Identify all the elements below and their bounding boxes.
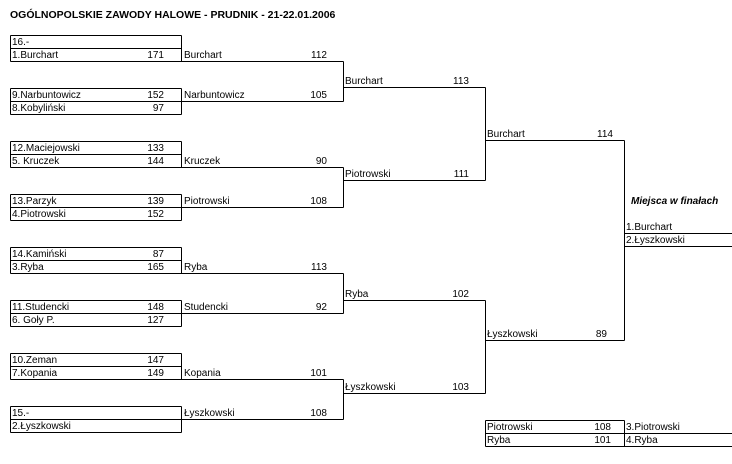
r2-2-score: 105 <box>310 90 327 101</box>
r1-m5-top-score: 87 <box>152 249 164 260</box>
r2-5-score: 113 <box>311 262 327 273</box>
place-4: 4.Ryba <box>626 435 658 446</box>
r2-7-name: Kopania <box>184 368 221 379</box>
r4-2-score: 89 <box>595 329 607 340</box>
r1-m3-top-score: 133 <box>147 143 164 154</box>
r1-m4-top-score: 139 <box>147 196 164 207</box>
r1-m2-top-score: 152 <box>147 90 164 101</box>
r3-3-name: Ryba <box>345 289 369 300</box>
r1-m5-top-name: 14.Kamiński <box>12 249 67 260</box>
r2-5-name: Ryba <box>184 262 208 273</box>
r1-m6-top-name: 11.Studencki <box>12 302 70 313</box>
r3-3-score: 102 <box>452 289 469 300</box>
r2-2-name: Narbuntowicz <box>184 90 245 101</box>
r1-m7-top-score: 147 <box>147 355 164 366</box>
r2-1-name: Burchart <box>184 50 222 61</box>
r3-4-score: 103 <box>452 382 469 393</box>
page-title: OGÓLNOPOLSKIE ZAWODY HALOWE - PRUDNIK - … <box>10 9 336 21</box>
r2-3-score: 90 <box>315 156 327 167</box>
r4-2-name: Łyszkowski <box>487 329 538 340</box>
r2-4-score: 108 <box>310 196 327 207</box>
r1-m8-bottom-name: 2.Łyszkowski <box>12 421 71 432</box>
r4-1-score: 114 <box>597 129 613 140</box>
tp-1-score: 108 <box>594 422 611 433</box>
r3-4-name: Łyszkowski <box>345 382 396 393</box>
tp-2-score: 101 <box>594 435 611 446</box>
r1-m1-bottom-score: 171 <box>147 50 164 61</box>
r2-6-score: 92 <box>315 302 327 313</box>
r1-m7-top-name: 10.Zeman <box>12 355 58 366</box>
r1-m6-top-score: 148 <box>147 302 164 313</box>
r1-m7-bottom-score: 149 <box>147 368 164 379</box>
r1-m5-bottom-name: 3.Ryba <box>12 262 44 273</box>
r2-6-name: Studencki <box>184 302 228 313</box>
r2-4-name: Piotrowski <box>184 196 230 207</box>
r1-m2-bottom-name: 8.Kobyliński <box>12 103 66 114</box>
r1-m2-bottom-score: 97 <box>152 103 164 114</box>
r2-3-name: Kruczek <box>184 156 221 167</box>
tp-1-name: Piotrowski <box>487 422 533 433</box>
r3-1-score: 113 <box>453 76 469 87</box>
r4-1-name: Burchart <box>487 129 525 140</box>
r3-2-score: 111 <box>453 169 469 180</box>
tp-2-name: Ryba <box>487 435 511 446</box>
r1-m8-top-name: 15.- <box>12 408 30 419</box>
place-1: 1.Burchart <box>626 222 673 233</box>
r1-m7-bottom-name: 7.Kopania <box>12 368 58 379</box>
r1-m3-bottom-name: 5. Kruczek <box>12 156 60 167</box>
place-2: 2.Łyszkowski <box>626 235 685 246</box>
r2-7-score: 101 <box>310 368 327 379</box>
r3-2-name: Piotrowski <box>345 169 391 180</box>
r1-m3-bottom-score: 144 <box>147 156 164 167</box>
r1-m5-bottom-score: 165 <box>147 262 164 273</box>
r1-m6-bottom-name: 6. Goły P. <box>12 315 55 326</box>
r3-1-name: Burchart <box>345 76 383 87</box>
r1-m1-bottom-name: 1.Burchart <box>12 50 59 61</box>
r1-m1-top-name: 16.- <box>12 37 30 48</box>
r1-m6-bottom-score: 127 <box>147 315 164 326</box>
r1-m4-bottom-name: 4.Piotrowski <box>12 209 66 220</box>
r2-1-score: 112 <box>311 50 327 61</box>
r2-8-name: Łyszkowski <box>184 408 235 419</box>
r1-m4-bottom-score: 152 <box>147 209 164 220</box>
place-3: 3.Piotrowski <box>626 422 680 433</box>
r1-m4-top-name: 13.Parzyk <box>12 196 57 207</box>
r1-m3-top-name: 12.Maciejowski <box>12 143 80 154</box>
places-title: Miejsca w finałach <box>631 196 719 207</box>
r2-8-score: 108 <box>310 408 327 419</box>
r1-m2-top-name: 9.Narbuntowicz <box>12 90 81 101</box>
